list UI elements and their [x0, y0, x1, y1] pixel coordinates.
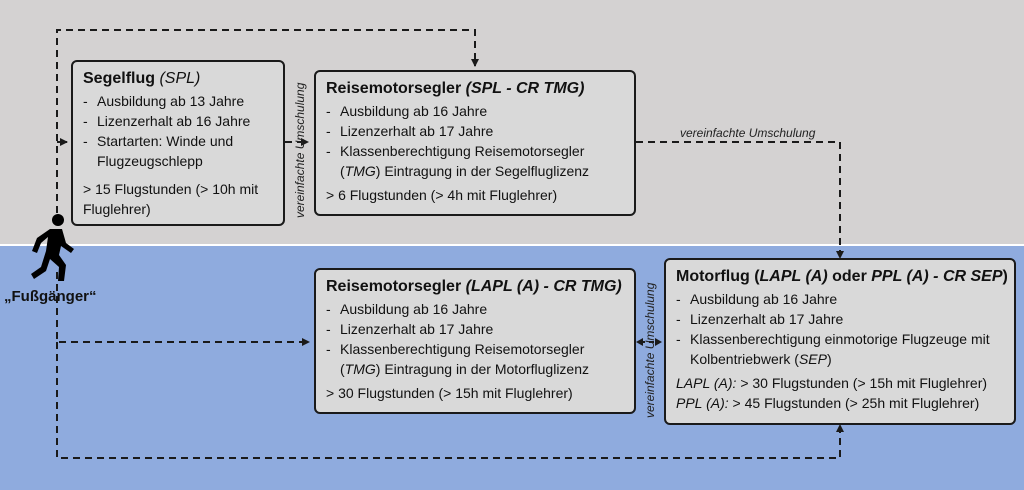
list-item: Ausbildung ab 16 Jahre [326, 299, 626, 319]
box-title: Reisemotorsegler (LAPL (A) - CR TMG) [326, 278, 622, 295]
flight-hours: > 15 Flugstunden (> 10h mit Fluglehrer) [83, 181, 259, 217]
list-item: Ausbildung ab 13 Jahre [83, 91, 275, 111]
arrow-spl-tmg-to-motorflug [636, 141, 844, 259]
box-segelflug: Segelflug (SPL) Ausbildung ab 13 Jahre L… [71, 60, 285, 226]
list-item: Startarten: Winde und Flugzeugschlepp [83, 131, 275, 171]
arrow-direct-to-spl-tmg [56, 29, 479, 213]
list-item: Lizenzerhalt ab 16 Jahre [83, 111, 275, 131]
flight-hours: > 30 Flugstunden (> 15h mit Fluglehrer) [326, 385, 573, 401]
box-motorflug: Motorflug (LAPL (A) oder PPL (A) - CR SE… [664, 258, 1016, 425]
arrow-to-motorflug [56, 342, 844, 459]
flight-hours: > 6 Flugstunden (> 4h mit Fluglehrer) [326, 187, 558, 203]
flight-hours-ppl: PPL (A): > 45 Flugstunden (> 25h mit Flu… [676, 395, 980, 411]
conversion-label-glider: vereinfachte Umschulung [293, 82, 307, 218]
list-item: Lizenzerhalt ab 17 Jahre [326, 121, 626, 141]
pedestrian-icon [31, 214, 74, 281]
flight-hours-lapl: LAPL (A): > 30 Flugstunden (> 15h mit Fl… [676, 375, 988, 391]
list-item: Klassenberechtigung einmotorige Flugzeug… [676, 329, 1006, 369]
pedestrian-label: „Fußgänger“ [4, 288, 97, 305]
list-item: Ausbildung ab 16 Jahre [676, 289, 1006, 309]
conversion-label-powered: vereinfachte Umschulung [643, 282, 657, 418]
conversion-label-horizontal: vereinfachte Umschulung [680, 126, 816, 140]
list-item: Ausbildung ab 16 Jahre [326, 101, 626, 121]
list-item: Klassenberechtigung Reisemotorsegler (TM… [326, 339, 626, 379]
list-item: Klassenberechtigung Reisemotorsegler (TM… [326, 141, 626, 181]
box-title: Reisemotorsegler (SPL - CR TMG) [326, 80, 585, 97]
box-title: Motorflug (LAPL (A) oder PPL (A) - CR SE… [676, 268, 1008, 285]
list-item: Lizenzerhalt ab 17 Jahre [326, 319, 626, 339]
box-reisemotorsegler-spl: Reisemotorsegler (SPL - CR TMG) Ausbildu… [314, 70, 636, 216]
box-reisemotorsegler-lapl: Reisemotorsegler (LAPL (A) - CR TMG) Aus… [314, 268, 636, 414]
list-item: Lizenzerhalt ab 17 Jahre [676, 309, 1006, 329]
arrow-to-lapl-tmg [56, 272, 310, 346]
box-title: Segelflug (SPL) [83, 70, 201, 87]
